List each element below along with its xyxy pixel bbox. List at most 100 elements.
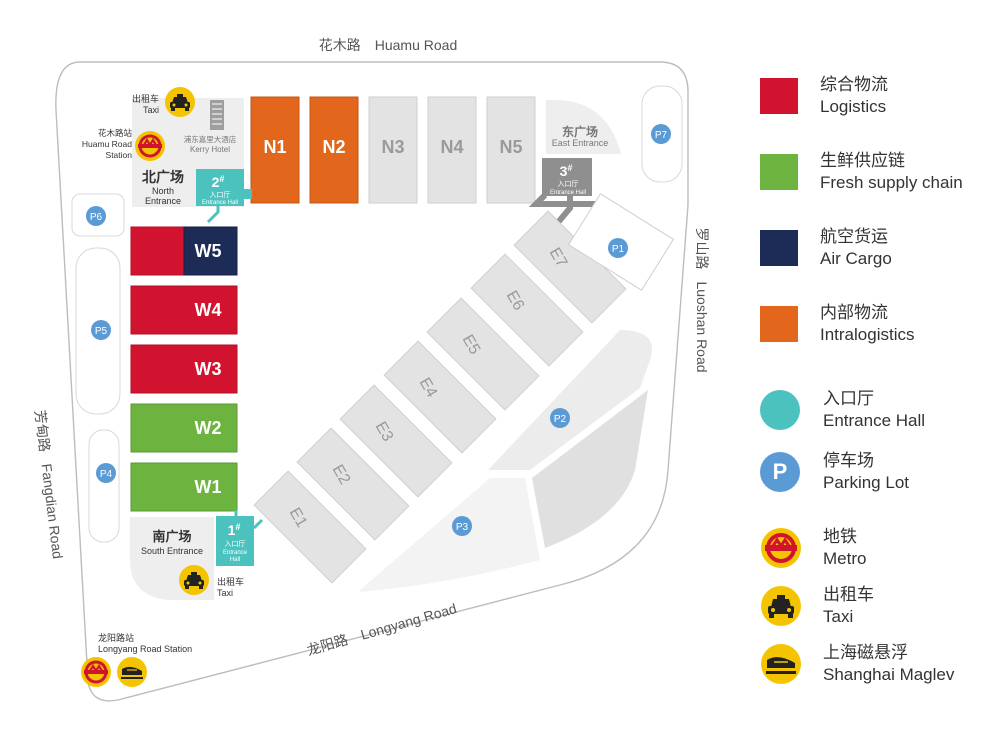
entrance-hall-2-corridor xyxy=(243,189,252,199)
fresh-swatch xyxy=(760,154,798,190)
svg-text:N4: N4 xyxy=(440,137,463,157)
svg-text:Entrance Hall: Entrance Hall xyxy=(202,200,238,206)
hall-e7[interactable]: E7 xyxy=(513,210,627,324)
east-plaza xyxy=(546,99,621,154)
svg-text:W4: W4 xyxy=(195,300,222,320)
legend-fresh-cn: 生鲜供应链 xyxy=(820,151,905,170)
north-plaza-cn: 北广场 xyxy=(142,169,184,185)
metro-icon xyxy=(761,528,801,568)
maglev-icon[interactable] xyxy=(116,656,148,688)
entrance-hall-icon xyxy=(760,390,800,430)
hall-n1[interactable]: N1 xyxy=(250,96,300,204)
legend-intralogistics-en: Intralogistics xyxy=(820,325,915,344)
taxi-icon[interactable] xyxy=(165,87,195,117)
legend-taxi-en: Taxi xyxy=(823,607,854,626)
svg-text:P7: P7 xyxy=(655,130,668,141)
kerry-hotel-icon xyxy=(210,100,224,130)
hall-n5[interactable]: N5 xyxy=(486,96,536,204)
entrance-hall-2[interactable]: 2# 入口厅 Entrance Hall xyxy=(196,169,244,206)
svg-text:W3: W3 xyxy=(195,359,222,379)
road-west-label: 芳甸路Fangdian Road xyxy=(32,409,66,560)
legend-entrance-en: Entrance Hall xyxy=(823,411,926,430)
parking-p7-icon[interactable]: P7 xyxy=(651,124,671,144)
east-plaza-cn: 东广场 xyxy=(562,124,598,139)
taxi-north-cn: 出租车 xyxy=(132,93,159,104)
longyang-station-cn: 龙阳路站 xyxy=(98,632,134,643)
parking-p3-icon[interactable]: P3 xyxy=(452,516,472,536)
south-plaza-cn: 南广场 xyxy=(152,529,191,544)
hall-w3[interactable]: W3 xyxy=(130,344,238,394)
svg-text:P4: P4 xyxy=(100,469,113,480)
svg-text:入口厅: 入口厅 xyxy=(210,191,231,199)
entrance-hall-3-link xyxy=(528,192,596,228)
taxi-south-cn: 出租车 xyxy=(217,576,244,587)
parking-icon-letter: P xyxy=(772,459,788,484)
hall-e1[interactable]: E1 xyxy=(253,470,367,584)
svg-text:N2: N2 xyxy=(322,137,345,157)
maglev-icon xyxy=(761,644,801,684)
svg-text:2#: 2# xyxy=(212,174,225,190)
legend-taxi-cn: 出租车 xyxy=(823,585,874,604)
parking-area-p4 xyxy=(88,429,120,543)
hall-e2[interactable]: E2 xyxy=(296,427,410,541)
legend-maglev-cn: 上海磁悬浮 xyxy=(823,643,908,662)
svg-text:Entrance Hall: Entrance Hall xyxy=(550,190,586,196)
hall-e3[interactable]: E3 xyxy=(339,384,453,498)
hall-e5[interactable]: E5 xyxy=(426,297,540,411)
site-boundary xyxy=(55,61,689,702)
svg-text:N3: N3 xyxy=(381,137,404,157)
huamu-station-en2: Station xyxy=(106,150,133,160)
legend-fresh-en: Fresh supply chain xyxy=(820,173,963,192)
taxi-north-en: Taxi xyxy=(143,105,159,115)
svg-text:P3: P3 xyxy=(456,522,469,533)
parking-p1-icon[interactable]: P1 xyxy=(608,238,628,258)
legend-air-cargo-en: Air Cargo xyxy=(820,249,892,268)
svg-text:1#: 1# xyxy=(228,522,241,538)
parking-p5-icon[interactable]: P5 xyxy=(91,320,111,340)
hall-w2[interactable]: W2 xyxy=(130,403,238,453)
svg-text:入口厅: 入口厅 xyxy=(225,540,246,548)
logistics-swatch xyxy=(760,78,798,114)
south-plaza-en: South Entrance xyxy=(141,546,203,556)
entrance-hall-1-link xyxy=(234,510,264,530)
taxi-south-en: Taxi xyxy=(217,588,233,598)
hall-w4[interactable]: W4 xyxy=(130,285,238,335)
entrance-hall-1[interactable]: 1# 入口厅 Entrance Hall xyxy=(216,516,254,566)
hall-e6[interactable]: E6 xyxy=(470,253,584,367)
road-east-label: 罗山路Luoshan Road xyxy=(694,227,710,372)
hall-n3[interactable]: N3 xyxy=(368,96,418,204)
svg-text:N1: N1 xyxy=(263,137,286,157)
legend-metro-cn: 地铁 xyxy=(823,527,857,546)
parking-icon: P xyxy=(760,452,800,492)
road-south-label: 龙阳路Longyang Road xyxy=(305,600,458,658)
svg-text:W5: W5 xyxy=(195,241,222,261)
north-plaza-en2: Entrance xyxy=(145,196,181,206)
north-plaza-en1: North xyxy=(152,186,174,196)
metro-icon[interactable] xyxy=(133,129,167,163)
parking-p2-icon[interactable]: P2 xyxy=(550,408,570,428)
svg-text:P6: P6 xyxy=(90,212,103,223)
taxi-icon[interactable] xyxy=(179,565,209,595)
legend-logistics: 综合物流 Logistics xyxy=(760,74,888,118)
entrance-hall-3[interactable]: 3# 入口厅 Entrance Hall xyxy=(542,158,592,196)
hall-n2[interactable]: N2 xyxy=(309,96,359,204)
legend-taxi: 出租车 Taxi xyxy=(760,584,874,628)
hall-e4[interactable]: E4 xyxy=(383,340,497,454)
svg-text:Entrance: Entrance xyxy=(223,550,248,556)
hall-w1[interactable]: W1 xyxy=(130,462,238,512)
metro-icon[interactable] xyxy=(79,655,113,689)
entrance-hall-2-link xyxy=(206,206,220,224)
parking-area-p3 xyxy=(360,478,540,592)
parking-p6-icon[interactable]: P6 xyxy=(86,206,106,226)
hall-n4[interactable]: N4 xyxy=(427,96,477,204)
longyang-station-en: Longyang Road Station xyxy=(98,644,192,654)
air-cargo-swatch xyxy=(760,230,798,266)
legend-logistics-cn: 综合物流 xyxy=(820,75,888,94)
hall-w5[interactable]: W5 xyxy=(130,226,238,276)
parking-p4-icon[interactable]: P4 xyxy=(96,463,116,483)
legend-logistics-en: Logistics xyxy=(820,97,887,116)
east-plaza-en: East Entrance xyxy=(552,138,609,148)
